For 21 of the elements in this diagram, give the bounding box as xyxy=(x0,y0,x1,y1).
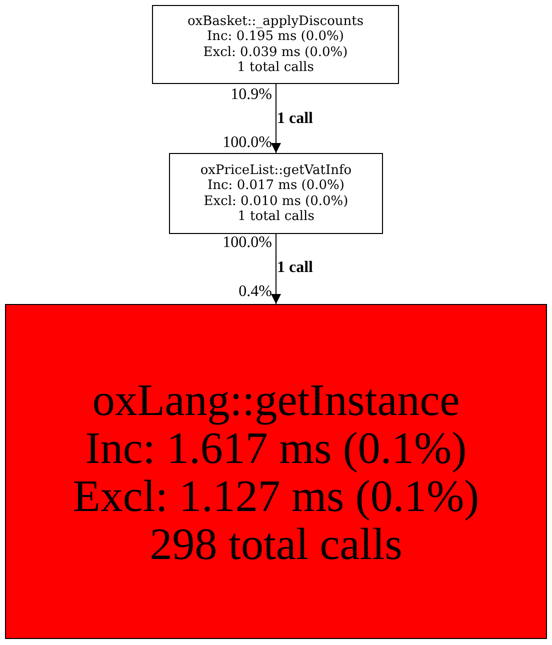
function-stat-text: oxPriceList::getVatInfo xyxy=(200,162,352,178)
function-stat-text: 1 total calls xyxy=(237,60,314,76)
function-stat-text: Excl: 0.039 ms (0.0%) xyxy=(203,44,348,60)
percentage-label: 0.4% xyxy=(238,283,272,301)
function-box xyxy=(5,304,547,639)
percentage-label: 10.9% xyxy=(230,86,272,104)
function-box xyxy=(169,153,383,234)
function-stat-text: 1 total calls xyxy=(238,209,314,224)
function-stat-text: Excl: 1.127 ms (0.1%) xyxy=(72,472,480,520)
call-arrow xyxy=(271,84,281,154)
call-arrow xyxy=(271,234,281,304)
function-stat-text: Inc: 1.617 ms (0.1%) xyxy=(85,424,467,472)
function-stat-text: Inc: 0.195 ms (0.0%) xyxy=(207,29,344,44)
percentage-label: 100.0% xyxy=(222,234,272,252)
function-stat-text: oxLang::getInstance xyxy=(92,376,460,424)
function-box xyxy=(152,5,399,84)
function-stat-text: oxBasket::_applyDiscounts xyxy=(187,14,364,29)
function-stat-text: Inc: 0.017 ms (0.0%) xyxy=(208,178,344,194)
function-stat-text: Excl: 0.010 ms (0.0%) xyxy=(204,194,348,209)
percentage-label: 100.0% xyxy=(222,134,272,152)
function-stat-text: 298 total calls xyxy=(150,520,402,568)
